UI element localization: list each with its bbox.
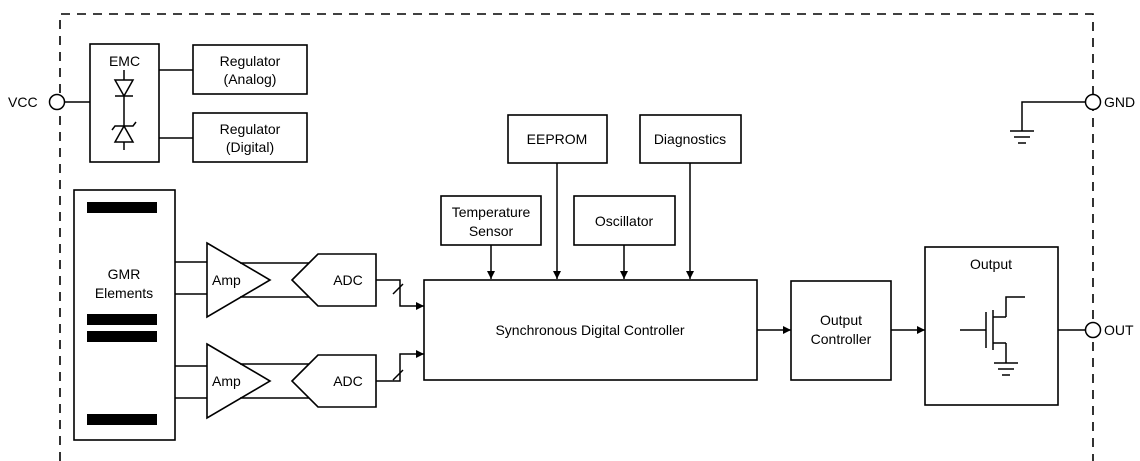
oscillator-label: Oscillator	[595, 213, 654, 229]
diode-icon	[113, 70, 135, 107]
adc-1: ADC	[290, 253, 377, 307]
sync-digital-controller: Synchronous Digital Controller	[423, 279, 758, 381]
output-controller-line2: Controller	[811, 331, 872, 347]
regulator-analog-line2: (Analog)	[224, 71, 277, 87]
controller-label: Synchronous Digital Controller	[495, 322, 684, 338]
regulator-analog-block: Regulator (Analog)	[192, 44, 308, 95]
out-pin: OUT	[1058, 321, 1134, 339]
emc-block: EMC	[89, 43, 160, 163]
vcc-label: VCC	[8, 94, 38, 110]
regulator-digital-block: Regulator (Digital)	[192, 112, 308, 163]
eeprom-label: EEPROM	[527, 131, 588, 147]
oscillator-block: Oscillator	[573, 195, 676, 246]
gmr-elements-block: GMR Elements	[73, 189, 176, 441]
diagnostics-label: Diagnostics	[654, 131, 726, 147]
diagnostics-block: Diagnostics	[639, 114, 742, 164]
adc-2-label: ADC	[333, 373, 363, 389]
eeprom-block: EEPROM	[507, 114, 608, 164]
gmr-label-line2: Elements	[95, 285, 153, 301]
output-label: Output	[970, 256, 1012, 272]
emc-label: EMC	[109, 53, 140, 69]
temperature-sensor-line1: Temperature	[452, 204, 531, 220]
temperature-sensor-block: Temperature Sensor	[440, 195, 542, 246]
regulator-analog-line1: Regulator	[220, 53, 281, 69]
output-controller-line1: Output	[820, 312, 862, 328]
out-label: OUT	[1104, 322, 1134, 338]
mosfet-icon	[960, 296, 1025, 376]
amp-2: Amp	[206, 342, 272, 420]
regulator-digital-line2: (Digital)	[226, 139, 274, 155]
amp-1: Amp	[206, 241, 272, 319]
vcc-pin: VCC	[8, 93, 90, 111]
chip-boundary	[59, 13, 1094, 461]
adc-2: ADC	[290, 354, 377, 408]
gnd-pin: GND	[1010, 93, 1135, 144]
zener-diode-icon	[111, 107, 137, 150]
temperature-sensor-line2: Sensor	[469, 223, 514, 239]
output-block: Output	[924, 246, 1059, 406]
output-controller-block: Output Controller	[790, 280, 892, 381]
gnd-label: GND	[1104, 94, 1135, 110]
amp-2-label: Amp	[212, 373, 241, 389]
amp-1-label: Amp	[212, 272, 241, 288]
gmr-label-line1: GMR	[108, 266, 141, 282]
regulator-digital-line1: Regulator	[220, 121, 281, 137]
ground-icon	[1010, 130, 1034, 144]
adc-1-label: ADC	[333, 272, 363, 288]
